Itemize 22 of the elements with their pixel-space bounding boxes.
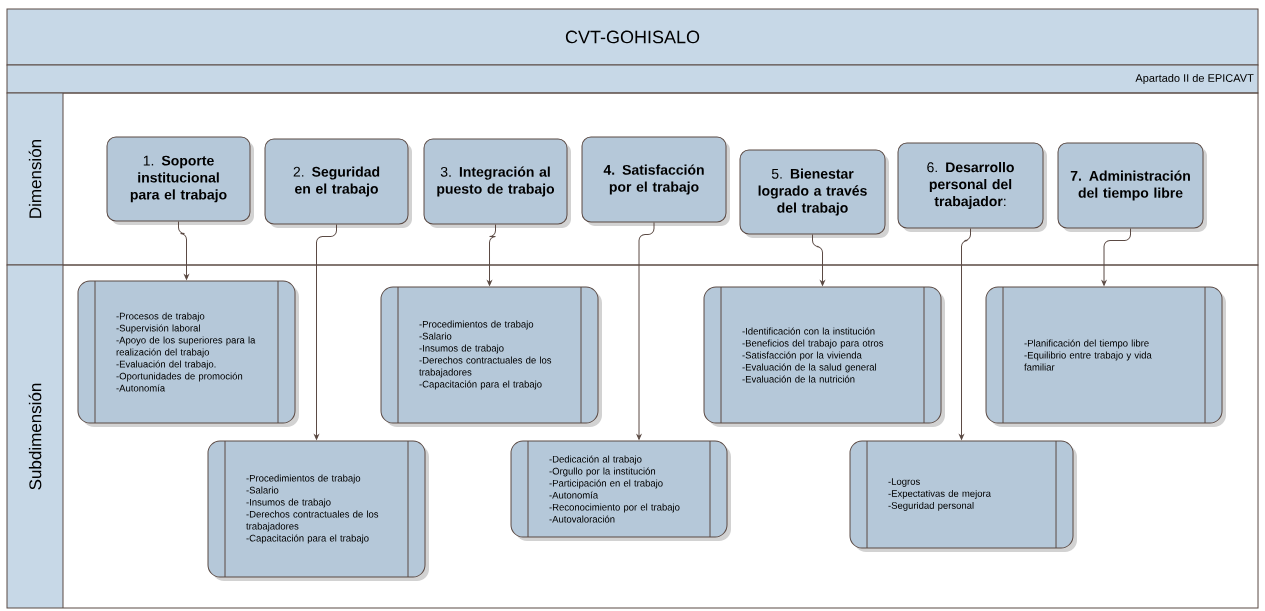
dimension-box: 2. Seguridad en el trabajo (264, 138, 412, 228)
subdimension-box: -Procesos de trabajo -Supervisión laboral -Apoyo de los superiores para la realización del trabajo -Evaluación del trabajo. -Oportunidades de promoción -Autonomía (77, 280, 299, 427)
dimension-box: 1. Soporte institucional para el trabajo (106, 136, 254, 225)
subdimension-box: -Procedimientos de trabajo -Salario -Insumos de trabajo -Derechos contractuales de los trabajadores -Capacitación para el trabajo (207, 440, 429, 581)
subdimension-box: -Identificación con la institución -Beneficios del trabajo para otros -Satisfacción por la vivienda -Evaluación de la salud general -Evaluación de la nutrición (703, 286, 945, 427)
connector-arrow (178, 221, 189, 280)
connector-arrow (959, 228, 971, 440)
dimension-box: 6. Desarrollo personal del trabajador: (897, 142, 1047, 232)
dimension-box: 7. Administración del tiempo libre (1057, 142, 1207, 232)
connector-arrow (636, 222, 655, 440)
connector-arrow (1101, 228, 1131, 286)
connector-arrow (314, 224, 337, 440)
dimension-box: 5. Bienestar logrado a través del trabajo (739, 149, 889, 238)
subdimension-box: -Procedimientos de trabajo -Salario -Insumos de trabajo -Derechos contractuales de los trabajadores -Capacitación para el trabajo (380, 286, 602, 427)
connector-arrow (487, 224, 496, 286)
dimension-box: 3. Integración al puesto de trabajo (423, 138, 571, 228)
subdimension-box: -Logros -Expectativas de mejora -Seguridad personal (849, 440, 1077, 552)
subdimension-box: -Dedicación al trabajo -Orgullo por la institución -Participación en el trabajo -Autonomía -Reconocimiento por el trabajo -Autovaloración (510, 440, 731, 541)
dimension-box: 4. Satisfacción por el trabajo (581, 136, 730, 226)
subdimension-box: -Planificación del tiempo libre -Equilibrio entre trabajo y vida familiar (985, 286, 1226, 427)
connector-arrow (812, 234, 825, 286)
title-band: CVT-GOHISALO (6, 8, 1259, 66)
